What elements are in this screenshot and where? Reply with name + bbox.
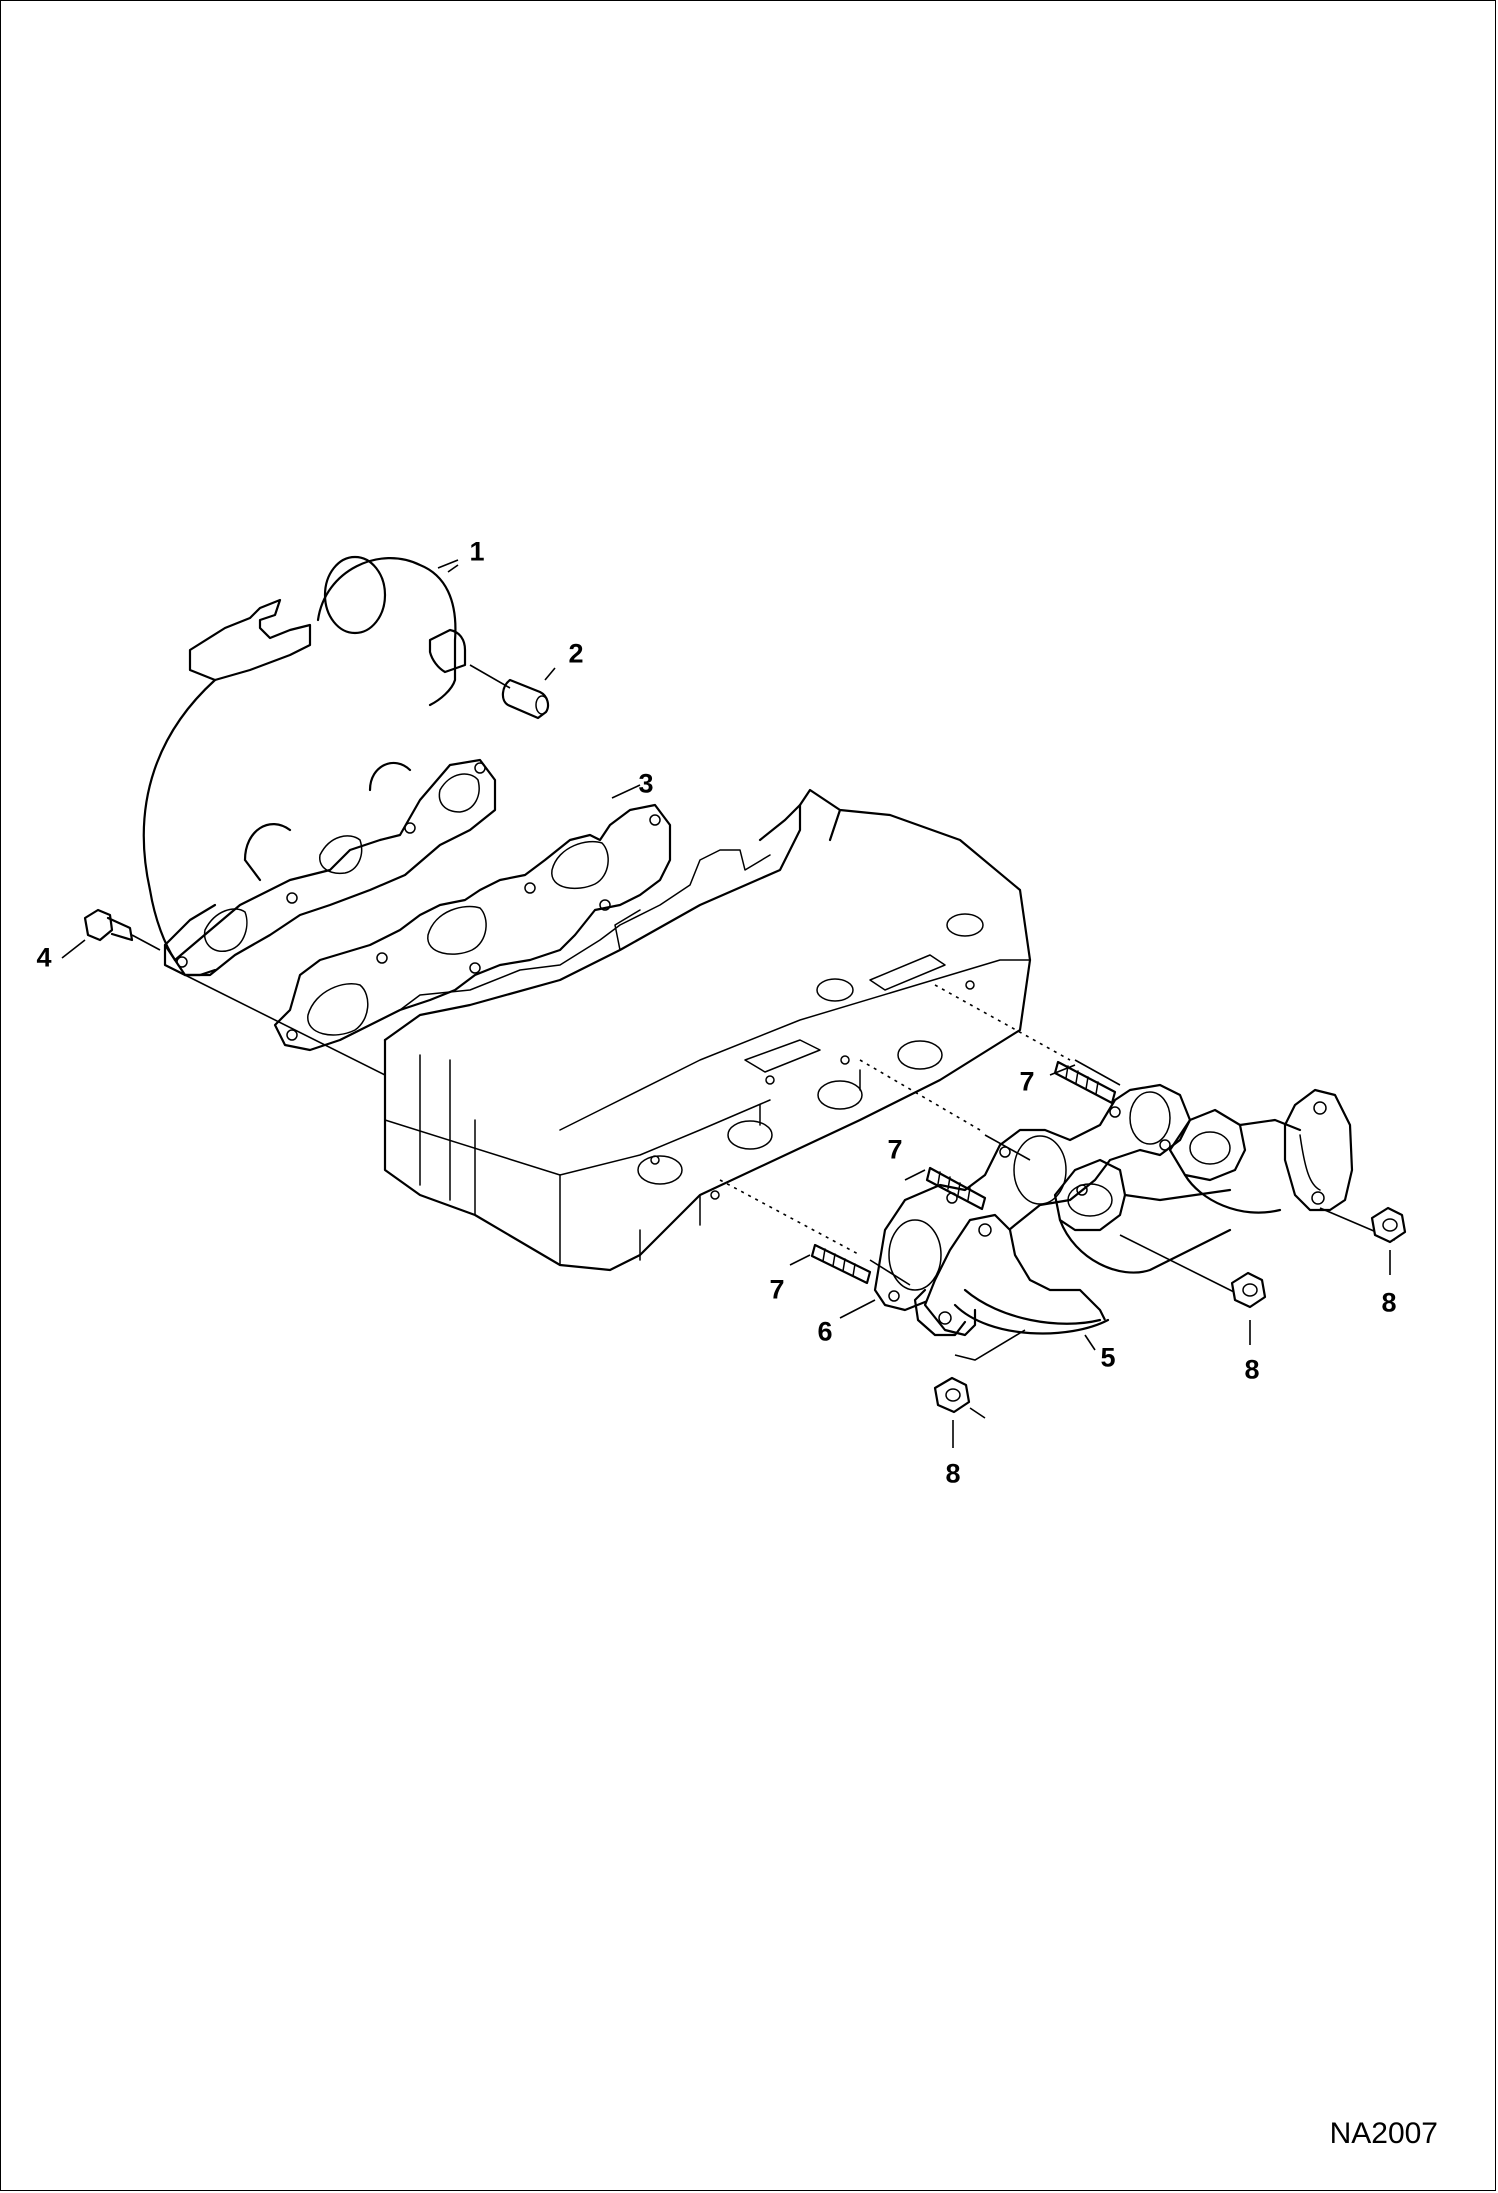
callout-2: 2 xyxy=(568,638,584,669)
callout-7-lower: 7 xyxy=(769,1274,785,1305)
exhaust-manifold-5 xyxy=(913,1088,1354,1337)
stud-7-upper xyxy=(1053,1060,1117,1105)
callout-7-middle: 7 xyxy=(887,1134,903,1165)
callout-1: 1 xyxy=(469,536,485,567)
nut-8-lower xyxy=(933,1376,986,1448)
callout-5: 5 xyxy=(1100,1342,1116,1373)
cylinder-head xyxy=(383,788,1032,1272)
figure-id: NA2007 xyxy=(1329,2117,1438,2150)
manifold-gasket-3 xyxy=(273,803,672,1052)
callout-7-upper: 7 xyxy=(1019,1066,1035,1097)
stud-2 xyxy=(469,664,550,720)
callout-6: 6 xyxy=(817,1316,833,1347)
callout-8-middle: 8 xyxy=(1244,1354,1260,1385)
callout-3: 3 xyxy=(638,768,654,799)
callout-8-lower: 8 xyxy=(945,1458,961,1489)
nut-8-middle xyxy=(1230,1271,1267,1345)
stud-7-lower xyxy=(810,1243,872,1285)
nut-8-right xyxy=(1370,1206,1407,1275)
exhaust-manifold-1 xyxy=(142,555,497,977)
callout-8-right: 8 xyxy=(1381,1287,1397,1318)
alignment-lines xyxy=(184,974,1396,1361)
bolt-4 xyxy=(83,908,161,951)
callout-4: 4 xyxy=(36,942,52,973)
leader-lines xyxy=(61,559,1096,1351)
